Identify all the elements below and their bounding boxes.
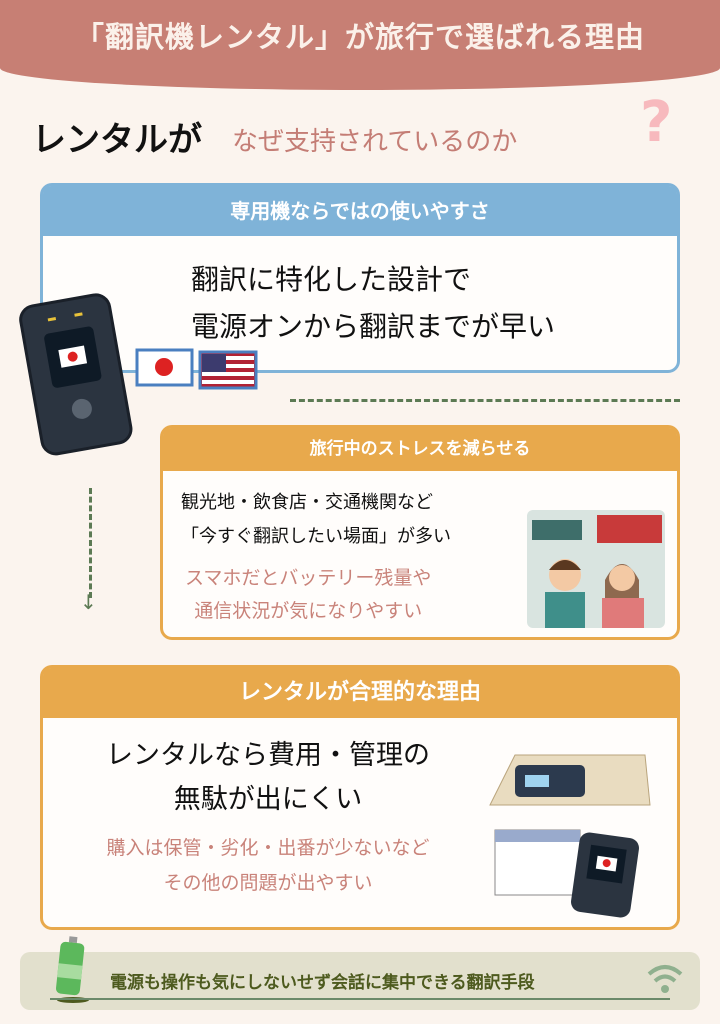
page-title: 「翻訳機レンタル」が旅行で選ばれる理由 xyxy=(74,20,645,54)
question-mark-icon: ? xyxy=(640,90,673,155)
section-note: その他の問題が出やすい xyxy=(163,872,373,894)
travelers-illustration xyxy=(527,510,665,628)
dashed-divider xyxy=(290,399,680,402)
subtitle-bold: レンタルが xyxy=(32,120,202,160)
section-header: 専用機ならではの使いやすさ xyxy=(43,186,677,236)
footer-banner xyxy=(20,952,700,1010)
storage-calendar-illustration xyxy=(489,754,651,918)
battery-icon xyxy=(55,936,89,1003)
section-line: 無駄が出にくい xyxy=(173,784,363,815)
arrow-down-icon: ↓ xyxy=(80,590,97,614)
section-note: スマホだとバッテリー残量や xyxy=(185,567,432,589)
wifi-icon xyxy=(647,965,683,993)
section-line: 観光地・飲食店・交通機関など xyxy=(181,492,433,513)
header-band xyxy=(0,0,720,90)
section-line: 電源オンから翻訳までが早い xyxy=(191,310,556,343)
dashed-arrow xyxy=(89,488,92,598)
section-header: 旅行中のストレスを減らせる xyxy=(163,428,677,471)
section-line: レンタルなら費用・管理の xyxy=(106,740,430,771)
translator-device-illustration xyxy=(19,293,258,456)
section-reason: レンタルが合理的な理由 レンタルなら費用・管理の 無駄が出にくい 購入は保管・劣… xyxy=(40,665,680,930)
section-note: 通信状況が気になりやすい xyxy=(194,600,423,622)
footer-text: 電源も操作も気にしないせず会話に集中できる翻訳手段 xyxy=(110,973,535,993)
section-note: 購入は保管・劣化・出番が少ないなど xyxy=(106,837,430,859)
section-line: 翻訳に特化した設計で xyxy=(191,263,472,296)
section-usability: 専用機ならではの使いやすさ 翻訳に特化した設計で 電源オンから翻訳までが早い xyxy=(40,183,680,373)
subtitle-rest: なぜ支持されているのか xyxy=(232,127,518,157)
section-line: 「今すぐ翻訳したい場面」が多い xyxy=(181,526,451,547)
section-header: レンタルが合理的な理由 xyxy=(43,668,677,718)
footer-underline xyxy=(50,998,670,1000)
